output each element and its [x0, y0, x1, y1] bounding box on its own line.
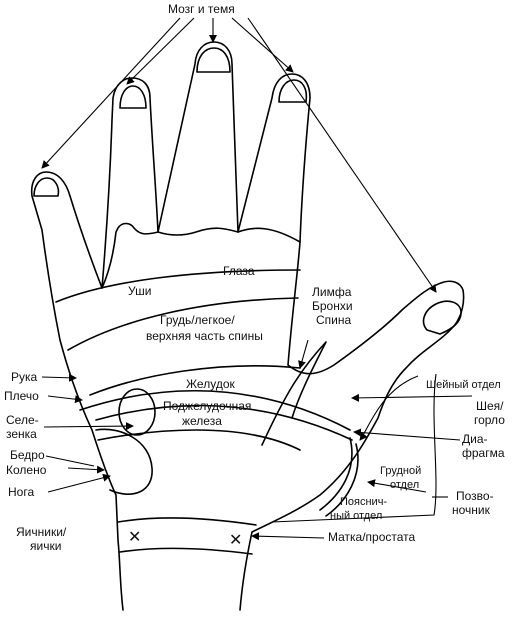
zone-line-lower [97, 429, 301, 451]
label-spine-1: Позво- [456, 489, 494, 503]
diaphragm-arrow [353, 428, 461, 441]
nail-index [33, 177, 60, 197]
brain-arrow-index [41, 17, 181, 169]
label-ears: Уши [128, 284, 151, 298]
label-bronchi: Бронхи [312, 299, 353, 313]
label-thoracic-2: отдел [390, 479, 419, 491]
label-hip: Бедро [10, 448, 45, 462]
label-arm: Рука [11, 370, 38, 384]
zone-line-ears [55, 269, 301, 303]
label-ovaries-2: яички [30, 539, 61, 553]
label-chest-1: Грудь/легкое/ [160, 313, 235, 327]
knee-arrow [67, 465, 105, 474]
nail-ring [196, 47, 231, 73]
spine-line-1 [319, 437, 353, 511]
zone-line-chest [67, 297, 299, 351]
brain-arrow-little [231, 17, 294, 73]
label-spleen-1: Селе- [6, 413, 39, 427]
spleen-arc [95, 428, 153, 495]
cervical-bracket [359, 375, 419, 441]
shoulder-arrow [47, 395, 83, 404]
label-knee: Колено [6, 463, 47, 477]
label-pancreas-2: железа [182, 414, 222, 428]
label-back: Спина [316, 313, 351, 327]
lymph-arrow [298, 339, 309, 369]
wrist-line-bottom [119, 547, 253, 555]
label-ovaries-1: Яичники/ [16, 525, 67, 539]
nail-middle [119, 85, 147, 109]
uterus-arrow [251, 532, 325, 541]
thoracic-arrow [367, 479, 427, 493]
hand-outline [30, 41, 465, 611]
brain-arrow-middle [126, 17, 195, 85]
label-pancreas-1: Поджелудочная [163, 399, 251, 413]
spleen-oval [118, 388, 156, 436]
label-neck-1: Шея/ [476, 399, 504, 413]
label-uterus: Матка/простата [328, 530, 416, 544]
hip-arrow [45, 455, 95, 467]
label-brain: Мозг и темя [168, 2, 235, 16]
label-chest-2: верхняя часть спины [146, 329, 263, 343]
brain-arrow-thumb [247, 17, 437, 293]
label-diaphragm-1: Диа- [462, 432, 488, 446]
finger-gap-3 [237, 227, 301, 243]
label-thoracic-1: Грудной [380, 465, 421, 477]
finger-gap-1 [101, 222, 159, 289]
label-lumbar-1: Пояснич- [340, 496, 387, 508]
label-lumbar-2: ный отдел [330, 510, 382, 522]
nail-thumb [422, 300, 462, 335]
arm-arrow [41, 373, 77, 382]
neck-arrow [351, 393, 473, 402]
label-cervical: Шейный отдел [426, 379, 501, 391]
spine-bracket [271, 373, 437, 523]
nail-little [278, 79, 308, 103]
lymph-wedge [261, 341, 327, 446]
label-leg: Нога [8, 485, 34, 499]
label-lymph: Лимфа [312, 285, 352, 299]
label-eyes: Глаза [223, 264, 255, 278]
leg-arrow [47, 473, 111, 493]
finger-gap-2 [157, 227, 239, 236]
zone-line-stomach [89, 365, 301, 396]
label-spine-2: ночник [452, 503, 491, 517]
spleen-arrow [43, 422, 134, 431]
label-shoulder: Плечо [4, 389, 39, 403]
wrist-line-top [117, 517, 257, 526]
zone-line-pancreas-top [79, 389, 351, 431]
ovaries-cross-marker: ✕ [128, 529, 141, 546]
label-diaphragm-2: фрагма [462, 446, 505, 460]
uterus-cross-marker: ✕ [229, 532, 242, 549]
label-stomach: Желудок [186, 377, 235, 391]
spine-line-2 [325, 443, 359, 517]
label-neck-2: горло [474, 413, 505, 427]
label-spleen-2: зенка [6, 427, 37, 441]
